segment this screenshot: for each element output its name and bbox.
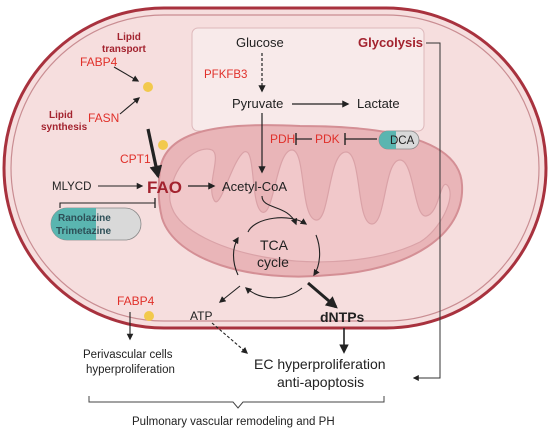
perivascular-label-1: Perivascular cells (83, 349, 173, 361)
ec-label-1: EC hyperproliferation (254, 356, 386, 372)
dntps-label: dNTPs (320, 309, 365, 325)
cell-inner-membrane (10, 14, 540, 322)
remodeling-label: Pulmonary vascular remodeling and PH (132, 416, 335, 428)
tca-label-2: cycle (257, 254, 289, 270)
trimetazine-label: Trimetazine (56, 226, 111, 237)
fao-label: FAO (147, 178, 182, 197)
ranolazine-trimetazine-pill: Ranolazine Trimetazine (50, 207, 142, 241)
glucose-label: Glucose (236, 35, 284, 50)
lipid-synthesis-label-2: synthesis (41, 122, 88, 133)
fabp4-to-lipid-arrow (113, 66, 140, 82)
ranolazine-label: Ranolazine (58, 213, 111, 224)
drug-inhibits-fao (59, 202, 155, 208)
lipid-droplet-cpt1 (158, 140, 168, 150)
pdk-inhibits-pdh (295, 133, 312, 145)
ec-label-2: anti-apoptosis (277, 374, 364, 390)
lactate-label: Lactate (357, 96, 400, 111)
glycolysis-label: Glycolysis (358, 35, 423, 50)
atp-to-ec-arrow (211, 322, 249, 354)
bracket (88, 396, 385, 409)
lipid-droplet-top (143, 82, 153, 92)
acetylcoa-to-tca-arrow (261, 195, 298, 226)
mlycd-label: MLYCD (52, 181, 91, 193)
lipid-to-fao-arrow (146, 128, 163, 179)
acetylcoa-label: Acetyl-CoA (222, 179, 287, 194)
lipid-droplet-bottom (144, 311, 154, 321)
tca-label-1: TCA (260, 237, 289, 253)
fabp4-bottom-label: FABP4 (117, 294, 155, 308)
lipid-transport-label-1: Lipid (117, 32, 141, 43)
glycolysis-to-ec-arrow (412, 42, 441, 381)
cpt1-label: CPT1 (120, 152, 151, 166)
perivascular-label-2: hyperproliferation (86, 364, 175, 376)
tca-arc-bottom (244, 287, 303, 299)
pyruvate-label: Pyruvate (232, 96, 283, 111)
mitochondrion (157, 124, 464, 278)
tca-to-atp-arrow (218, 285, 241, 303)
pfkfb3-label: PFKFB3 (204, 69, 247, 81)
tca-arc-right (313, 234, 321, 277)
dca-pill: DCA (378, 130, 420, 150)
pdh-label: PDH (270, 132, 295, 146)
dca-inhibits-pdk (344, 133, 377, 145)
atp-label: ATP (190, 309, 212, 323)
fasn-label: FASN (88, 111, 119, 125)
tca-to-dntps-arrow (307, 281, 338, 309)
fasn-to-lipid-arrow (119, 97, 141, 115)
lipid-transport-label-2: transport (102, 44, 147, 55)
pdk-label: PDK (315, 132, 340, 146)
tca-arc-left (232, 236, 239, 276)
lipid-synthesis-label-1: Lipid (49, 110, 73, 121)
tca-arc-top (247, 217, 308, 233)
fabp4-top-label: FABP4 (80, 55, 118, 69)
dca-label: DCA (390, 135, 415, 147)
